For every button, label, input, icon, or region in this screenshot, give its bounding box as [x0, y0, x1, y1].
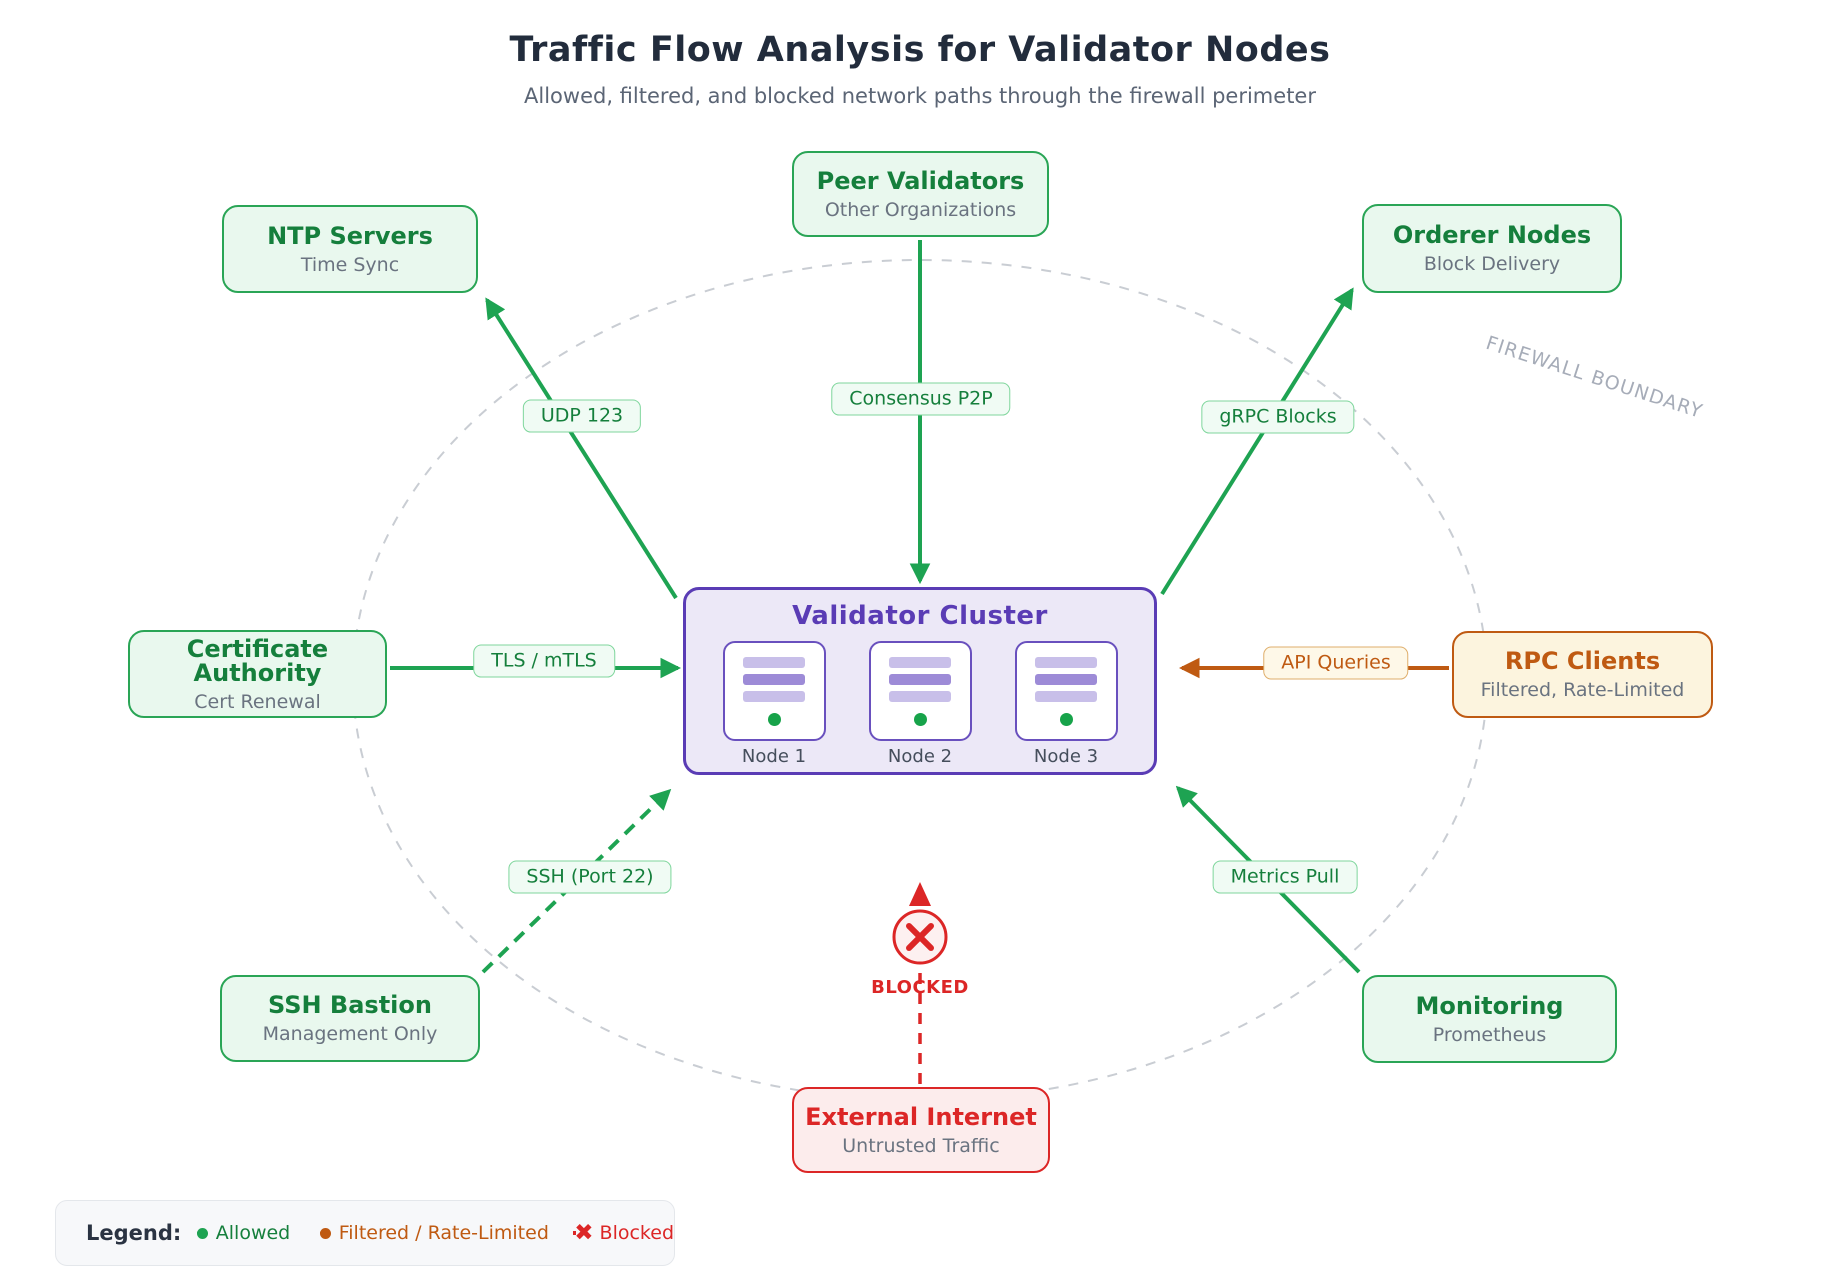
blocked-label: BLOCKED [871, 977, 969, 998]
node-subtitle: Prometheus [1432, 1023, 1547, 1046]
cluster-node-label: Node 1 [741, 746, 807, 767]
node-box-ssh-bastion: SSH Bastion Management Only [220, 975, 480, 1062]
status-dot [1059, 712, 1073, 726]
server-icon [1014, 641, 1118, 741]
legend-allowed-label: Allowed [215, 1222, 291, 1244]
edge-label-metrics-pull: Metrics Pull [1212, 860, 1358, 894]
server-bar [1035, 673, 1097, 685]
node-title: RPC Clients [1504, 647, 1661, 675]
node-title: Peer Validators [816, 166, 1025, 195]
server-icon [722, 641, 826, 741]
server-bar [743, 690, 805, 702]
node-box-peer-validators: Peer Validators Other Organizations [792, 151, 1049, 237]
server-bar [1035, 690, 1097, 702]
edge-label-tls-mtls: TLS / mTLS [473, 644, 615, 678]
node-box-external-internet: External Internet Untrusted Traffic [792, 1087, 1050, 1173]
node-subtitle: Time Sync [300, 253, 400, 276]
server-bar [889, 690, 951, 702]
cluster-title: Validator Cluster [792, 601, 1048, 631]
legend-filtered-label: Filtered / Rate-Limited [338, 1222, 549, 1244]
blocked-x-stroke [906, 923, 934, 951]
edge-label-ssh-port-22: SSH (Port 22) [508, 860, 672, 894]
validator-cluster-box: Validator Cluster Node 1 Node 2 [683, 587, 1157, 775]
status-dot [913, 712, 927, 726]
cluster-node-3: Node 3 [1014, 641, 1118, 767]
edge-label-api-queries: API Queries [1263, 646, 1409, 680]
edge-cluster-to-ntp [485, 297, 678, 600]
legend-blocked-label: Blocked [599, 1222, 675, 1244]
node-title: External Internet [805, 1102, 1037, 1131]
cluster-node-1: Node 1 [722, 641, 826, 767]
server-icon [868, 641, 972, 741]
node-title: Monitoring [1415, 991, 1564, 1020]
blocked-path-group [892, 882, 948, 1084]
legend-filtered-line-icon [319, 1227, 332, 1239]
node-subtitle: Block Delivery [1423, 253, 1561, 275]
node-title: SSH Bastion [268, 991, 432, 1019]
node-title: Orderer Nodes [1392, 221, 1592, 249]
node-box-certificate-authority: Certificate Authority Cert Renewal [128, 630, 387, 718]
node-box-ntp-servers: NTP Servers Time Sync [222, 205, 478, 293]
node-subtitle: Untrusted Traffic [842, 1134, 1000, 1157]
cluster-node-2: Node 2 [868, 641, 972, 767]
legend-blocked-x-icon: ✖ [574, 1219, 594, 1246]
server-bar [889, 673, 951, 685]
edge-label-udp-123: UDP 123 [522, 399, 642, 433]
server-bar [743, 673, 805, 685]
server-bar [1035, 656, 1097, 668]
node-box-rpc-clients: RPC Clients Filtered, Rate-Limited [1452, 631, 1713, 718]
legend-allowed-line-icon [196, 1227, 209, 1239]
blocked-arrowhead-icon [909, 882, 931, 906]
node-subtitle: Management Only [262, 1023, 438, 1045]
server-bar [889, 656, 951, 668]
node-box-orderer-nodes: Orderer Nodes Block Delivery [1362, 204, 1622, 293]
edge-label-grpc-blocks: gRPC Blocks [1201, 400, 1355, 434]
page-subtitle: Allowed, filtered, and blocked network p… [524, 84, 1316, 108]
edge-cluster-to-orderer [1160, 287, 1354, 596]
cluster-node-label: Node 2 [887, 746, 953, 767]
legend-blocked-dash-icon [572, 1231, 577, 1235]
cluster-nodes-row: Node 1 Node 2 Node 3 [686, 641, 1154, 766]
edge-label-consensus-p2p: Consensus P2P [831, 382, 1011, 416]
node-title: Certificate Authority [186, 634, 329, 687]
legend-title: Legend: [86, 1221, 182, 1245]
node-subtitle: Other Organizations [824, 198, 1017, 221]
node-subtitle: Cert Renewal [194, 690, 321, 713]
status-dot [767, 712, 781, 726]
cluster-node-label: Node 3 [1033, 746, 1099, 767]
page-title: Traffic Flow Analysis for Validator Node… [509, 30, 1331, 70]
node-title: NTP Servers [267, 221, 433, 250]
server-bar [743, 656, 805, 668]
node-subtitle: Filtered, Rate-Limited [1480, 679, 1685, 701]
node-box-monitoring: Monitoring Prometheus [1362, 975, 1617, 1063]
legend: Legend: Allowed Filtered / Rate-Limited … [55, 1200, 675, 1266]
